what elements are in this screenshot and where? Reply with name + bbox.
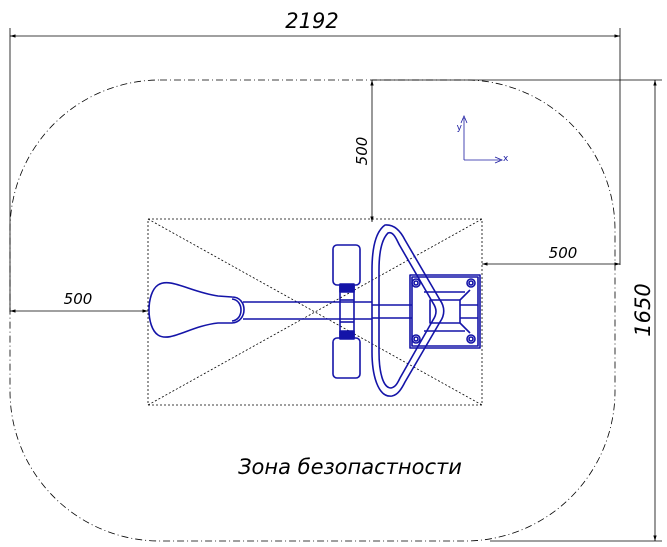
dimension-top-clearance-label: 500	[353, 137, 371, 166]
foot-rest-upper	[332, 244, 361, 286]
dimension-overall-height-label: 1650	[631, 283, 655, 336]
dimension-overall-width-label: 2192	[285, 9, 338, 33]
dimension-overall-width: 2192	[9, 9, 621, 312]
dimension-left-clearance: 500	[10, 290, 148, 313]
dimension-overall-height: 1650	[372, 79, 662, 542]
axis-x-label: x	[503, 154, 509, 164]
base-plate	[409, 274, 481, 349]
foot-rest-lower	[332, 337, 361, 379]
dimension-top-clearance: 500	[353, 80, 374, 222]
equipment-drawing	[148, 224, 481, 397]
axis-indicator: y x	[457, 114, 509, 164]
equipment-footprint	[147, 218, 483, 406]
seat	[148, 281, 245, 338]
axis-y-label: y	[457, 123, 463, 133]
dimension-right-clearance: 500	[482, 244, 620, 266]
handle-loop	[371, 224, 445, 397]
dimension-left-clearance-label: 500	[64, 290, 93, 308]
dimension-right-clearance-label: 500	[549, 244, 578, 262]
safety-zone-label: Зона безопастности	[238, 455, 462, 479]
